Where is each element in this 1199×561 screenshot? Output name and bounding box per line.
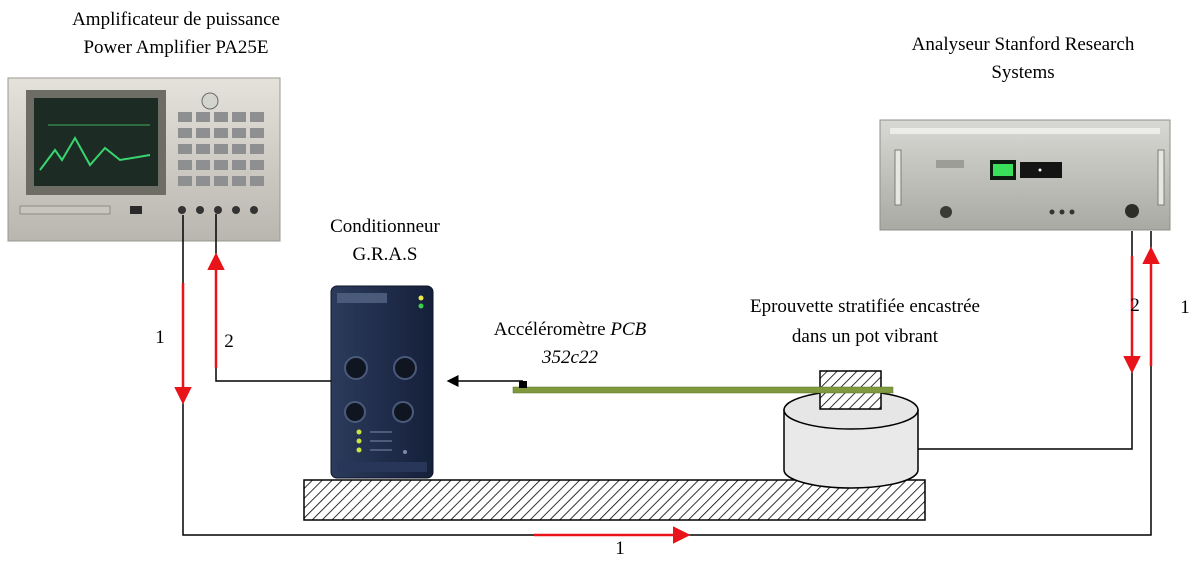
- channel-right-in: 1: [1180, 297, 1190, 318]
- channel-left-in: 2: [224, 331, 234, 352]
- signal-arrows: [174, 246, 1160, 544]
- accelerometer-label: Accéléromètre PCB 352c22: [493, 319, 647, 368]
- channel-right-out: 2: [1130, 295, 1140, 316]
- amplifier-keypad: [178, 112, 264, 186]
- accelerometer-sensor: [519, 381, 527, 388]
- amplifier-label: Amplificateur de puissance Power Amplifi…: [72, 9, 280, 58]
- conditioner-label: Conditionneur G.R.A.S: [330, 216, 440, 265]
- specimen-label: Eprouvette stratifiée encastrée dans un …: [750, 296, 980, 347]
- shaker-pot: [783, 390, 919, 489]
- channel-left-out: 1: [155, 327, 165, 348]
- amplifier-knob: [201, 92, 219, 110]
- analyzer-device: [879, 119, 1171, 231]
- analyzer-label: Analyseur Stanford Research Systems: [911, 34, 1135, 83]
- laminated-beam: [512, 386, 894, 394]
- channel-bottom: 1: [615, 538, 625, 559]
- conditioner-device: [330, 285, 434, 479]
- amplifier-device: [7, 77, 281, 242]
